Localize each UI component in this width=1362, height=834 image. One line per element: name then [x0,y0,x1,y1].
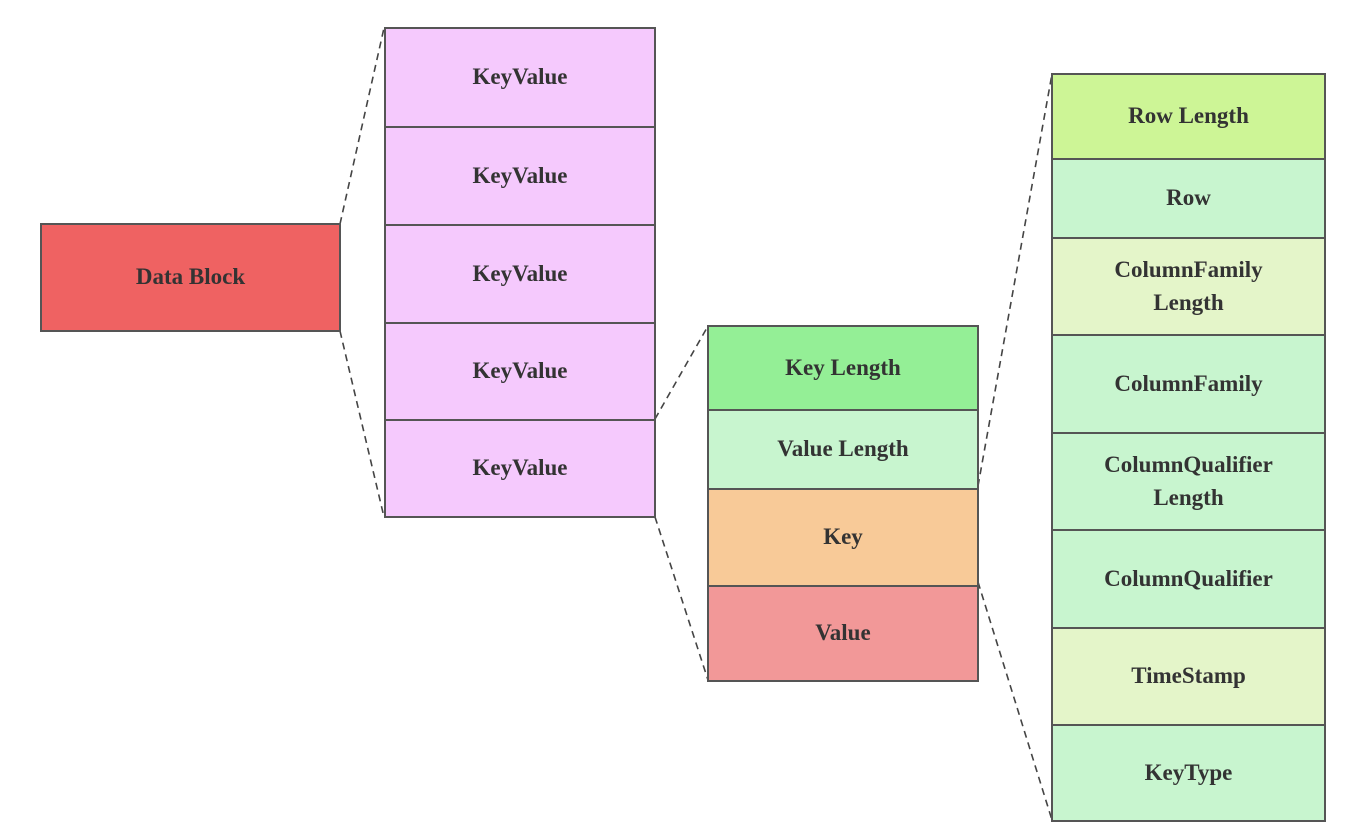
key-value-label: KeyValue [472,64,568,90]
connector-key-top [977,73,1053,487]
column-family-cell: ColumnFamily [1053,334,1324,432]
key-value-label: KeyValue [472,162,568,188]
row-cell: Row [1053,158,1324,237]
column-qualifier-cell: ColumnQualifier [1053,529,1324,627]
key-value-item: KeyValue [386,322,654,419]
column-family-length-cell: ColumnFamily Length [1053,237,1324,334]
key-parts-stack: Row Length Row ColumnFamily Length Colum… [1051,73,1326,822]
row-label: Row [1166,185,1211,211]
key-value-stack: KeyValue KeyValue KeyValue KeyValue KeyV… [384,27,656,518]
column-family-label: ColumnFamily [1114,370,1263,396]
row-length-label: Row Length [1128,103,1249,129]
value-cell: Value [709,585,977,680]
data-block: Data Block [40,223,341,332]
key-cell: Key [709,488,977,585]
key-value-label: KeyValue [472,358,568,384]
time-stamp-label: TimeStamp [1131,663,1246,689]
key-value-item: KeyValue [386,224,654,322]
data-block-label: Data Block [135,264,246,290]
value-length-cell: Value Length [709,409,977,488]
key-value-parts-stack: Key Length Value Length Key Value [707,325,979,682]
key-type-label: KeyType [1144,759,1233,785]
key-type-cell: KeyType [1053,724,1324,820]
key-value-label: KeyValue [472,260,568,286]
value-label: Value [815,620,871,646]
connector-keyvalue-top [654,325,709,420]
connector-key-bottom [977,581,1053,821]
column-family-length-label: ColumnFamily Length [1114,257,1263,315]
key-label: Key [823,524,863,550]
key-length-cell: Key Length [709,327,977,409]
column-qualifier-length-label: ColumnQualifier Length [1104,452,1273,510]
connector-datablock-top [339,27,385,225]
connector-datablock-bottom [339,330,385,518]
value-length-label: Value Length [777,436,909,462]
key-length-label: Key Length [785,354,901,380]
column-qualifier-label: ColumnQualifier [1104,565,1273,591]
key-value-item: KeyValue [386,419,654,516]
key-value-item: KeyValue [386,29,654,126]
key-value-label: KeyValue [472,455,568,481]
time-stamp-cell: TimeStamp [1053,627,1324,724]
column-qualifier-length-cell: ColumnQualifier Length [1053,432,1324,529]
connector-keyvalue-bottom [654,516,709,681]
row-length-cell: Row Length [1053,75,1324,158]
key-value-item: KeyValue [386,126,654,224]
